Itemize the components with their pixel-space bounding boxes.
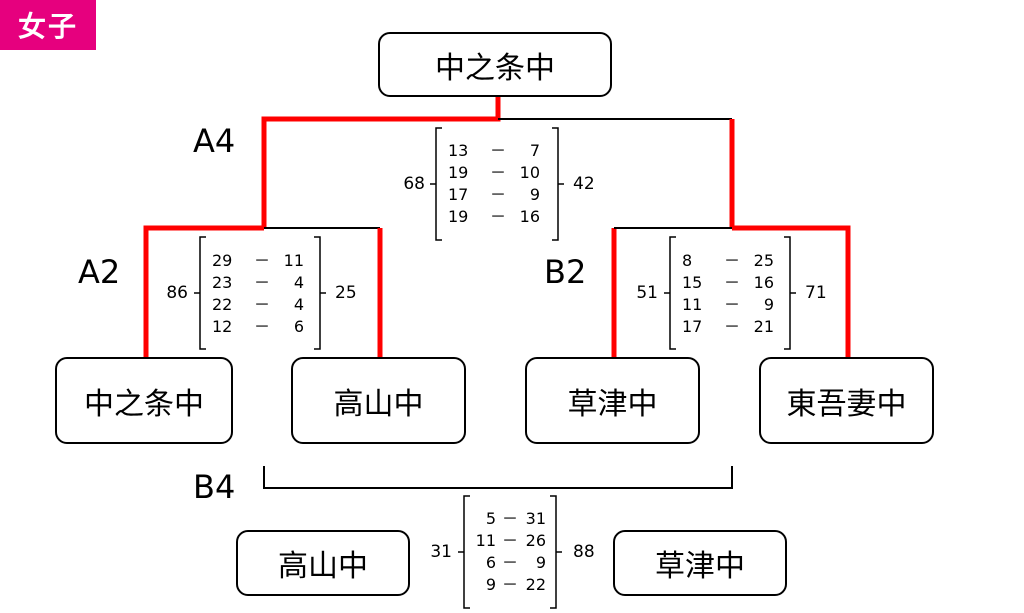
third-right-team-box: 草津中 — [613, 530, 787, 596]
team-box: 中之条中 — [55, 357, 233, 444]
champion-team-name: 中之条中 — [435, 50, 555, 86]
set-score-row: 9－22 — [485, 575, 546, 594]
set-score-row: 29－11 — [212, 251, 304, 270]
final-left-brace — [430, 127, 442, 241]
set-score-row: 12－6 — [212, 317, 304, 336]
semi-b-right-brace — [784, 236, 796, 350]
semi-a-right-brace — [314, 236, 326, 350]
set-score-row: 13－7 — [448, 141, 540, 160]
semi-b-left-total: 51 — [636, 283, 658, 303]
round-label-semi-b: B2 — [544, 253, 587, 291]
set-score-row: 17－21 — [682, 317, 774, 336]
set-score-row: 8－25 — [682, 251, 774, 270]
semi-b-set-scores: 8－25 15－16 11－9 17－21 — [674, 250, 784, 338]
team-name: 高山中 — [278, 549, 368, 584]
semi-a-right-total: 25 — [335, 283, 357, 303]
set-score-row: 17－9 — [448, 185, 540, 204]
third-right-brace — [550, 495, 562, 609]
third-left-brace — [458, 495, 470, 609]
team-name: 草津中 — [655, 549, 745, 584]
semi-b-left-brace — [664, 236, 676, 350]
round-label-final: A4 — [193, 122, 236, 160]
set-score-row: 11－9 — [682, 295, 774, 314]
third-left-total: 31 — [430, 542, 452, 562]
round-label-third: B4 — [193, 468, 236, 506]
team-box: 東吾妻中 — [759, 357, 934, 444]
semi-a-left-total: 86 — [166, 283, 188, 303]
final-winner-line — [261, 96, 501, 228]
semi-a-winner-line — [143, 225, 264, 357]
champion-team-box: 中之条中 — [378, 32, 612, 97]
team-name: 中之条中 — [84, 386, 204, 422]
final-right-brace — [552, 127, 564, 241]
team-name: 東吾妻中 — [786, 386, 907, 422]
round-label-semi-a: A2 — [78, 253, 121, 291]
team-name: 草津中 — [567, 386, 658, 422]
set-score-row: 23－4 — [212, 273, 304, 292]
final-right-total: 42 — [573, 174, 595, 194]
semi-b-winner-line — [732, 225, 851, 357]
third-place-line — [263, 466, 733, 489]
third-left-team-box: 高山中 — [236, 530, 410, 596]
team-box: 草津中 — [525, 357, 700, 444]
set-score-row: 19－16 — [448, 207, 540, 226]
final-left-total: 68 — [403, 174, 425, 194]
third-set-scores: 5－31 11－26 6－9 9－22 — [466, 508, 554, 596]
set-score-row: 6－9 — [485, 553, 546, 572]
set-score-row: 22－4 — [212, 295, 304, 314]
team-name: 高山中 — [333, 386, 424, 422]
team-box: 高山中 — [291, 357, 466, 444]
semi-a-set-scores: 29－11 23－4 22－4 12－6 — [204, 250, 314, 338]
semi-b-right-total: 71 — [805, 283, 827, 303]
final-set-scores: 13－7 19－10 17－9 19－16 — [440, 140, 550, 228]
category-badge: 女子 — [0, 0, 96, 50]
semi-a-left-brace — [194, 236, 206, 350]
set-score-row: 5－31 — [485, 509, 546, 528]
set-score-row: 11－26 — [475, 531, 546, 550]
third-right-total: 88 — [573, 542, 595, 562]
set-score-row: 19－10 — [448, 163, 540, 182]
set-score-row: 15－16 — [682, 273, 774, 292]
